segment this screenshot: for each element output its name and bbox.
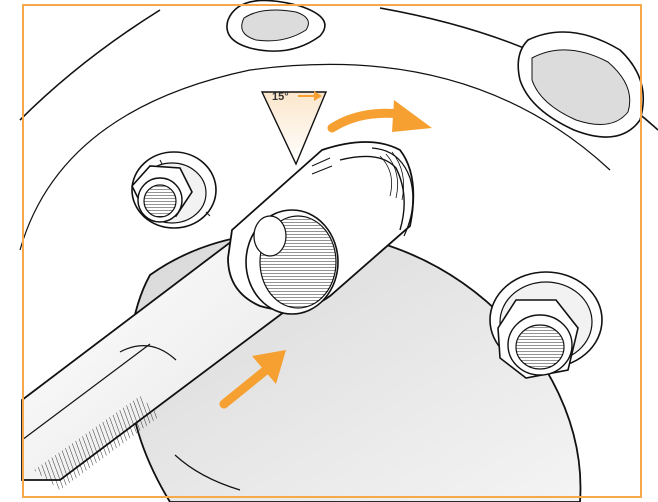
bolt-hole-top — [227, 0, 325, 51]
angle-label: 15° — [272, 91, 289, 103]
lug-nut-left — [132, 152, 216, 228]
